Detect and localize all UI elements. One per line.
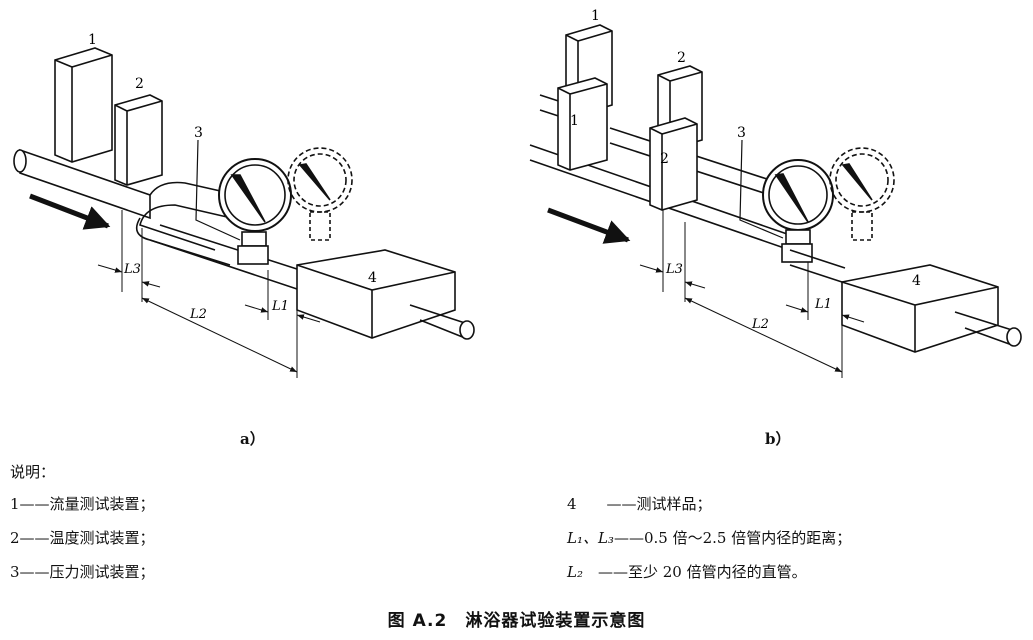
flow-arrow-b bbox=[547, 207, 631, 244]
legend-item-1: 1——流量测试装置； bbox=[10, 495, 155, 513]
callout-b-2-top: 2 bbox=[677, 50, 686, 66]
callout-b-2-front: 2 bbox=[660, 151, 669, 167]
figure-b-drawing bbox=[529, 24, 1022, 378]
legend-item-l2: L₂ ——至少 20 倍管内径的直管。 bbox=[567, 562, 807, 582]
legend-text-l2: ——至少 20 倍管内径的直管。 bbox=[582, 563, 807, 581]
legend-item-3: 3——压力测试装置； bbox=[10, 563, 155, 581]
legend-heading: 说明： bbox=[10, 463, 56, 481]
figure-caption: 图 A.2 淋浴器试验装置示意图 bbox=[387, 611, 646, 631]
dim-b-l2: L2 bbox=[751, 317, 769, 332]
dim-a-l3: L3 bbox=[123, 262, 141, 277]
callout-a-2: 2 bbox=[135, 76, 144, 92]
legend-item-2: 2——温度测试装置； bbox=[10, 529, 155, 547]
figure-a-drawing bbox=[13, 47, 475, 378]
callout-b-1-front: 1 bbox=[570, 113, 579, 129]
callout-a-4: 4 bbox=[368, 270, 377, 286]
legend-item-4: 4 ——测试样品； bbox=[567, 495, 712, 513]
dim-a-l1: L1 bbox=[271, 299, 289, 314]
callout-a-1: 1 bbox=[88, 32, 97, 48]
callout-b-1-top: 1 bbox=[591, 8, 600, 24]
legend-text-l1-l3: ——0.5 倍～2.5 倍管内径的距离； bbox=[613, 529, 852, 547]
flow-arrow-a bbox=[29, 193, 111, 230]
subfigure-label-b: b） bbox=[765, 430, 791, 448]
subfigure-label-a: a） bbox=[240, 430, 265, 448]
callout-a-3: 3 bbox=[194, 125, 203, 141]
dim-a-l2: L2 bbox=[189, 307, 207, 322]
callout-b-3: 3 bbox=[737, 125, 746, 141]
dim-b-l3: L3 bbox=[665, 262, 683, 277]
legend-key-l1-l3: L₁、L₃ bbox=[567, 529, 614, 547]
legend-item-l1-l3: L₁、L₃——0.5 倍～2.5 倍管内径的距离； bbox=[567, 528, 851, 548]
callout-b-4: 4 bbox=[912, 273, 921, 289]
apparatus-diagram: 1 2 3 4 L3 L2 L1 bbox=[13, 8, 1022, 378]
legend-key-l2: L₂ bbox=[567, 563, 583, 581]
dim-b-l1: L1 bbox=[814, 297, 832, 312]
